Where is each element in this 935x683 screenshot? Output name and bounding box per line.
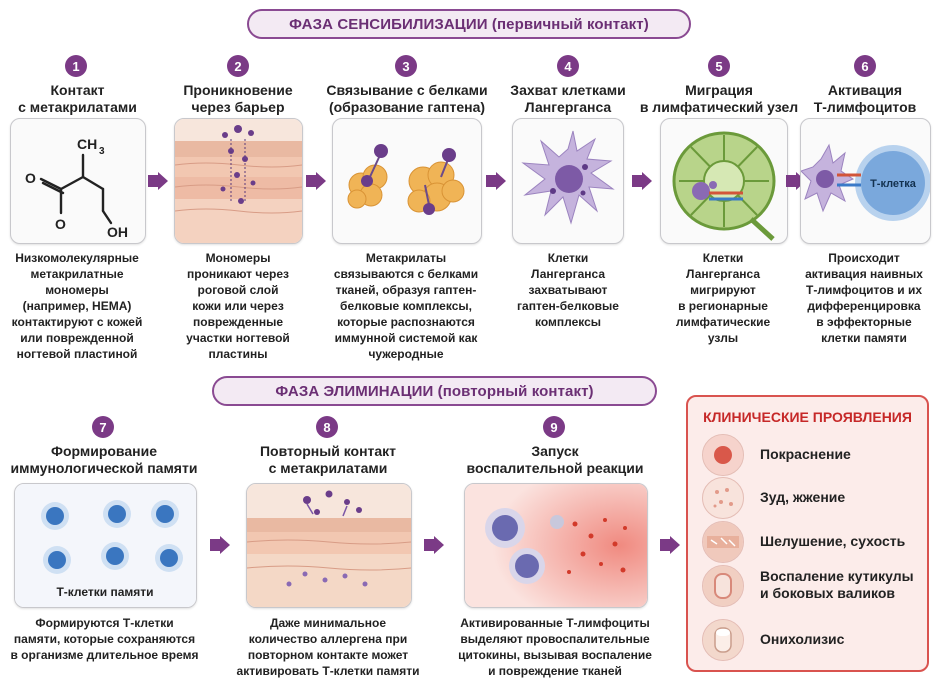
step-1-image-molecule: CH 3 O O OH [10,118,146,244]
clinical-item-label: Зуд, жжение [760,488,846,505]
molecule-oh-label: OH [107,224,128,240]
step-3-image-hapten-binding [332,118,482,244]
nail-cuticle-icon [702,565,744,607]
redness-icon [702,434,744,476]
itching-icon [702,477,744,519]
onycholysis-nail-icon [702,619,744,661]
molecule-ch3-label: CH [77,136,97,152]
clinical-item-label: Покраснение [760,445,851,462]
clinical-title: КЛИНИЧЕСКИЕ ПРОЯВЛЕНИЯ [703,409,912,425]
step-5-number: 5 [708,55,730,77]
t-cell-label: Т-клетка [870,178,917,190]
step-3-number: 3 [395,55,417,77]
clinical-item-peeling: Шелушение, сухость [702,521,924,565]
step-2-image-skin-barrier [174,118,303,244]
step-4-image-langerhans-cell [512,118,624,244]
sensitization-phase-header: ФАЗА СЕНСИБИЛИЗАЦИИ (первичный контакт) [247,9,691,39]
step-5-image-lymph-node [660,118,788,244]
step-4-number: 4 [557,55,579,77]
step-7-number: 7 [92,416,114,438]
molecule-o-label: O [25,170,36,186]
step-8-image-repeat-contact [246,483,412,608]
clinical-item-itching: Зуд, жжение [702,477,924,521]
step-1-number: 1 [65,55,87,77]
molecule-ch3-subscript: 3 [99,146,105,157]
clinical-item-label: Онихолизис [760,630,845,647]
step-8-number: 8 [316,416,338,438]
step-6-image-t-cell-activation: Т-клетка [800,118,931,244]
step-2-number: 2 [227,55,249,77]
step-3-title: Связывание с белками(образование гаптена… [326,82,488,115]
clinical-manifestations-panel: КЛИНИЧЕСКИЕ ПРОЯВЛЕНИЯ Покраснение Зуд, … [686,395,929,672]
peeling-icon [702,521,744,563]
step-9-number: 9 [543,416,565,438]
molecule-o-label-2: O [55,216,66,232]
clinical-item-onycholysis: Онихолизис [702,619,924,663]
elimination-phase-header: ФАЗА ЭЛИМИНАЦИИ (повторный контакт) [212,376,657,406]
step-9-image-inflammation [464,483,648,608]
step-7-image-memory-t-cells: Т-клетки памяти [14,483,197,608]
step-6-number: 6 [854,55,876,77]
clinical-item-redness: Покраснение [702,434,924,478]
memory-t-cells-label: Т-клетки памяти [56,585,153,599]
clinical-item-label: Шелушение, сухость [760,532,906,549]
